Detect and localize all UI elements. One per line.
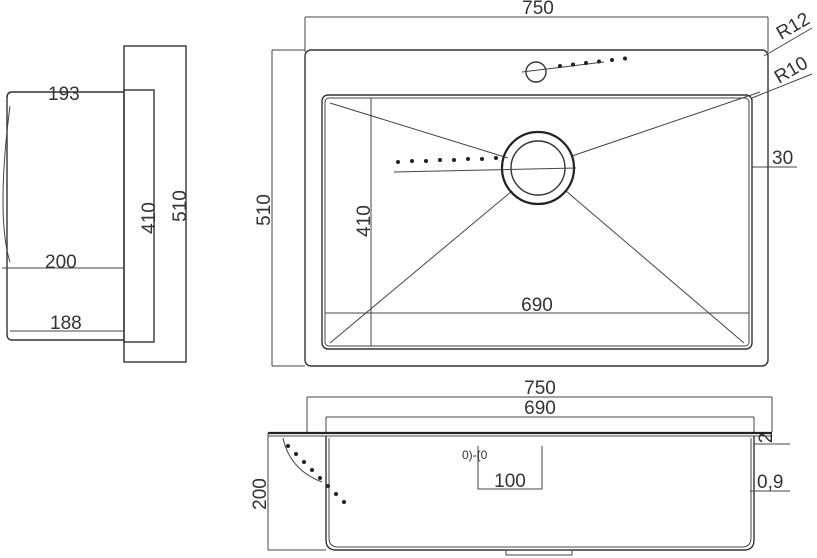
top-bowl-outline [321, 94, 753, 350]
top-slope-line-bl [329, 190, 513, 344]
top-tap-hole-dots [558, 56, 627, 68]
side-view: 193 200 188 410 510 [2, 45, 191, 363]
front-bowl-width-label: 690 [524, 398, 556, 419]
leader-dot [424, 159, 428, 163]
leader-dot [326, 484, 330, 488]
top-slope-line-tl [329, 102, 509, 159]
front-overall-width-label: 750 [524, 378, 556, 399]
front-view: 750 690 200 0)-{0 100 2 0,9 [250, 378, 790, 556]
front-overflow-spacing-label: 100 [494, 471, 526, 492]
leader-dot [610, 58, 614, 62]
leader-dot [494, 156, 498, 160]
top-slope-line-br [565, 190, 745, 344]
top-outer-rim [304, 49, 769, 367]
side-depth-top-label: 193 [48, 84, 80, 105]
top-r12-leader [763, 27, 813, 57]
top-rim-width-label: 30 [772, 148, 793, 169]
top-bowl-width-label: 690 [521, 295, 553, 316]
top-overall-width-label: 750 [522, 0, 554, 19]
front-drain-stub [505, 549, 573, 556]
top-bowl-height-label: 410 [354, 205, 375, 237]
front-bowl-body [325, 436, 755, 551]
front-rim-thickness-label: 2 [756, 433, 777, 444]
leader-dot [480, 157, 484, 161]
front-overflow-bracket [477, 446, 543, 490]
front-overflow-label: 0)-{0 [462, 448, 488, 462]
side-depth-mid-label: 200 [45, 252, 77, 273]
top-inner-radius-label: R10 [771, 53, 812, 89]
leader-dot [623, 56, 627, 61]
leader-dot [286, 444, 290, 448]
leader-dot [571, 62, 575, 67]
front-sheet-thickness-label: 0,9 [757, 472, 783, 493]
front-depth-label: 200 [250, 478, 271, 510]
top-tap-hole-leader [521, 61, 605, 73]
top-r10-leader [751, 73, 813, 99]
side-depth-bottom-label: 188 [50, 313, 82, 334]
top-view: 750 510 410 690 [254, 0, 814, 367]
top-slope-line-tr [571, 91, 761, 157]
top-tap-hole [525, 61, 547, 83]
leader-dot [294, 452, 298, 456]
front-corner-dots [286, 444, 346, 504]
side-bowl-profile [6, 91, 124, 341]
side-outer-height-label: 510 [170, 190, 191, 222]
leader-dot [302, 460, 306, 464]
top-bowl-inner [324, 97, 750, 347]
side-inner-frame [123, 89, 155, 343]
top-drain-leader [393, 167, 577, 173]
leader-dot [584, 61, 588, 65]
side-inner-height-label: 410 [139, 202, 160, 234]
front-bowl-inner [328, 438, 752, 548]
leader-dot [342, 500, 346, 504]
leader-dot [310, 468, 314, 472]
top-drain-leader-dots [396, 156, 498, 164]
leader-dot [438, 158, 442, 162]
leader-dot [466, 157, 470, 161]
side-bowl-front-edge [2, 105, 11, 263]
leader-dot [410, 159, 414, 163]
front-corner-arc [282, 437, 323, 483]
leader-dot [318, 476, 322, 480]
leader-dot [396, 160, 400, 164]
leader-dot [334, 492, 338, 496]
leader-dot [597, 59, 601, 64]
leader-dot [452, 158, 456, 162]
top-overall-height-label: 510 [254, 194, 275, 226]
leader-dot [558, 64, 562, 68]
